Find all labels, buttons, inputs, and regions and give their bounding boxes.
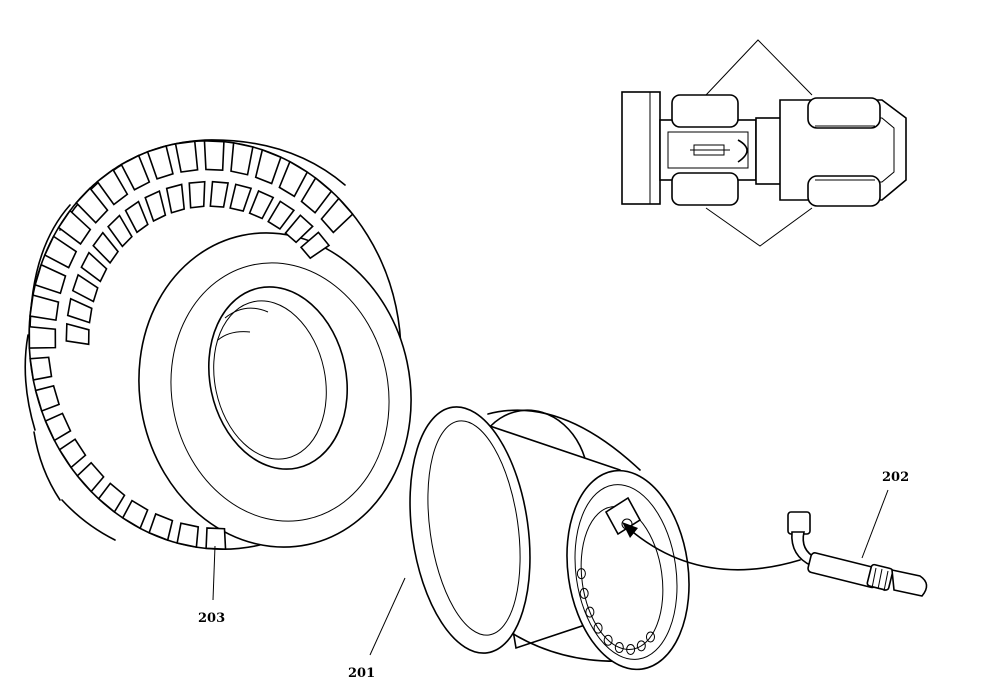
tread-lug bbox=[29, 294, 60, 322]
tread-lug bbox=[97, 482, 126, 514]
tread-lug bbox=[188, 180, 206, 209]
bolt-hole bbox=[603, 634, 613, 646]
bolt-hole bbox=[636, 640, 646, 652]
valve-part bbox=[787, 511, 928, 597]
tire-part bbox=[24, 139, 412, 550]
tread-lug bbox=[44, 412, 72, 442]
tread-lug bbox=[146, 144, 174, 180]
bolt-hole bbox=[585, 606, 595, 618]
callout-valve: 202 bbox=[882, 470, 909, 485]
bolt-hole bbox=[576, 568, 586, 580]
tread-lug bbox=[58, 438, 87, 469]
bolt-hole bbox=[579, 587, 589, 599]
callout-tire: 203 bbox=[198, 611, 225, 626]
tread-lug bbox=[230, 141, 254, 176]
tread-lug bbox=[300, 176, 333, 214]
tread-lug bbox=[75, 187, 109, 224]
bolt-hole bbox=[626, 643, 636, 655]
tread-lug bbox=[174, 140, 199, 173]
tread-lug bbox=[165, 183, 186, 214]
leader-lines bbox=[212, 489, 889, 656]
tread-lug bbox=[29, 356, 53, 381]
tread-lug bbox=[66, 297, 93, 324]
tread-lug bbox=[57, 209, 92, 246]
tread-lug bbox=[248, 189, 275, 220]
tread-lug bbox=[203, 140, 225, 171]
bolt-hole bbox=[614, 642, 624, 654]
callout-rim: 201 bbox=[348, 666, 375, 681]
tread-lug bbox=[65, 322, 90, 346]
tread-lug bbox=[28, 325, 57, 349]
assembly-arrow bbox=[622, 522, 801, 571]
tread-lug bbox=[121, 499, 149, 530]
tread-lug bbox=[34, 384, 61, 413]
tread-lug bbox=[278, 160, 309, 198]
tread-lug bbox=[144, 189, 167, 223]
tread-lug bbox=[148, 512, 174, 542]
tread-lug bbox=[71, 273, 99, 303]
tread-lug bbox=[76, 461, 105, 493]
machine-locator-view bbox=[621, 39, 907, 247]
tread-lug bbox=[43, 235, 78, 269]
tread-lug bbox=[299, 231, 331, 260]
tread-lug bbox=[124, 200, 149, 234]
tread-lug bbox=[205, 527, 227, 550]
tread-lug bbox=[107, 214, 133, 248]
tread-lug bbox=[96, 168, 129, 206]
rim-part bbox=[409, 406, 690, 671]
bolt-hole bbox=[645, 631, 655, 643]
tread-lug bbox=[120, 154, 151, 191]
tread-lug bbox=[80, 251, 108, 283]
tread-lug bbox=[176, 522, 200, 549]
tread-lug bbox=[229, 183, 253, 213]
tread-lug bbox=[92, 231, 120, 265]
tread-lug bbox=[209, 180, 230, 208]
rim-bolt-holes bbox=[576, 568, 655, 655]
tread-lug bbox=[320, 197, 354, 234]
tread-lugs bbox=[28, 140, 354, 550]
tread-lug bbox=[34, 263, 67, 295]
tread-lug bbox=[284, 214, 314, 244]
tread-lug bbox=[254, 148, 282, 185]
bolt-hole bbox=[593, 622, 603, 634]
tread-lug bbox=[267, 200, 296, 231]
